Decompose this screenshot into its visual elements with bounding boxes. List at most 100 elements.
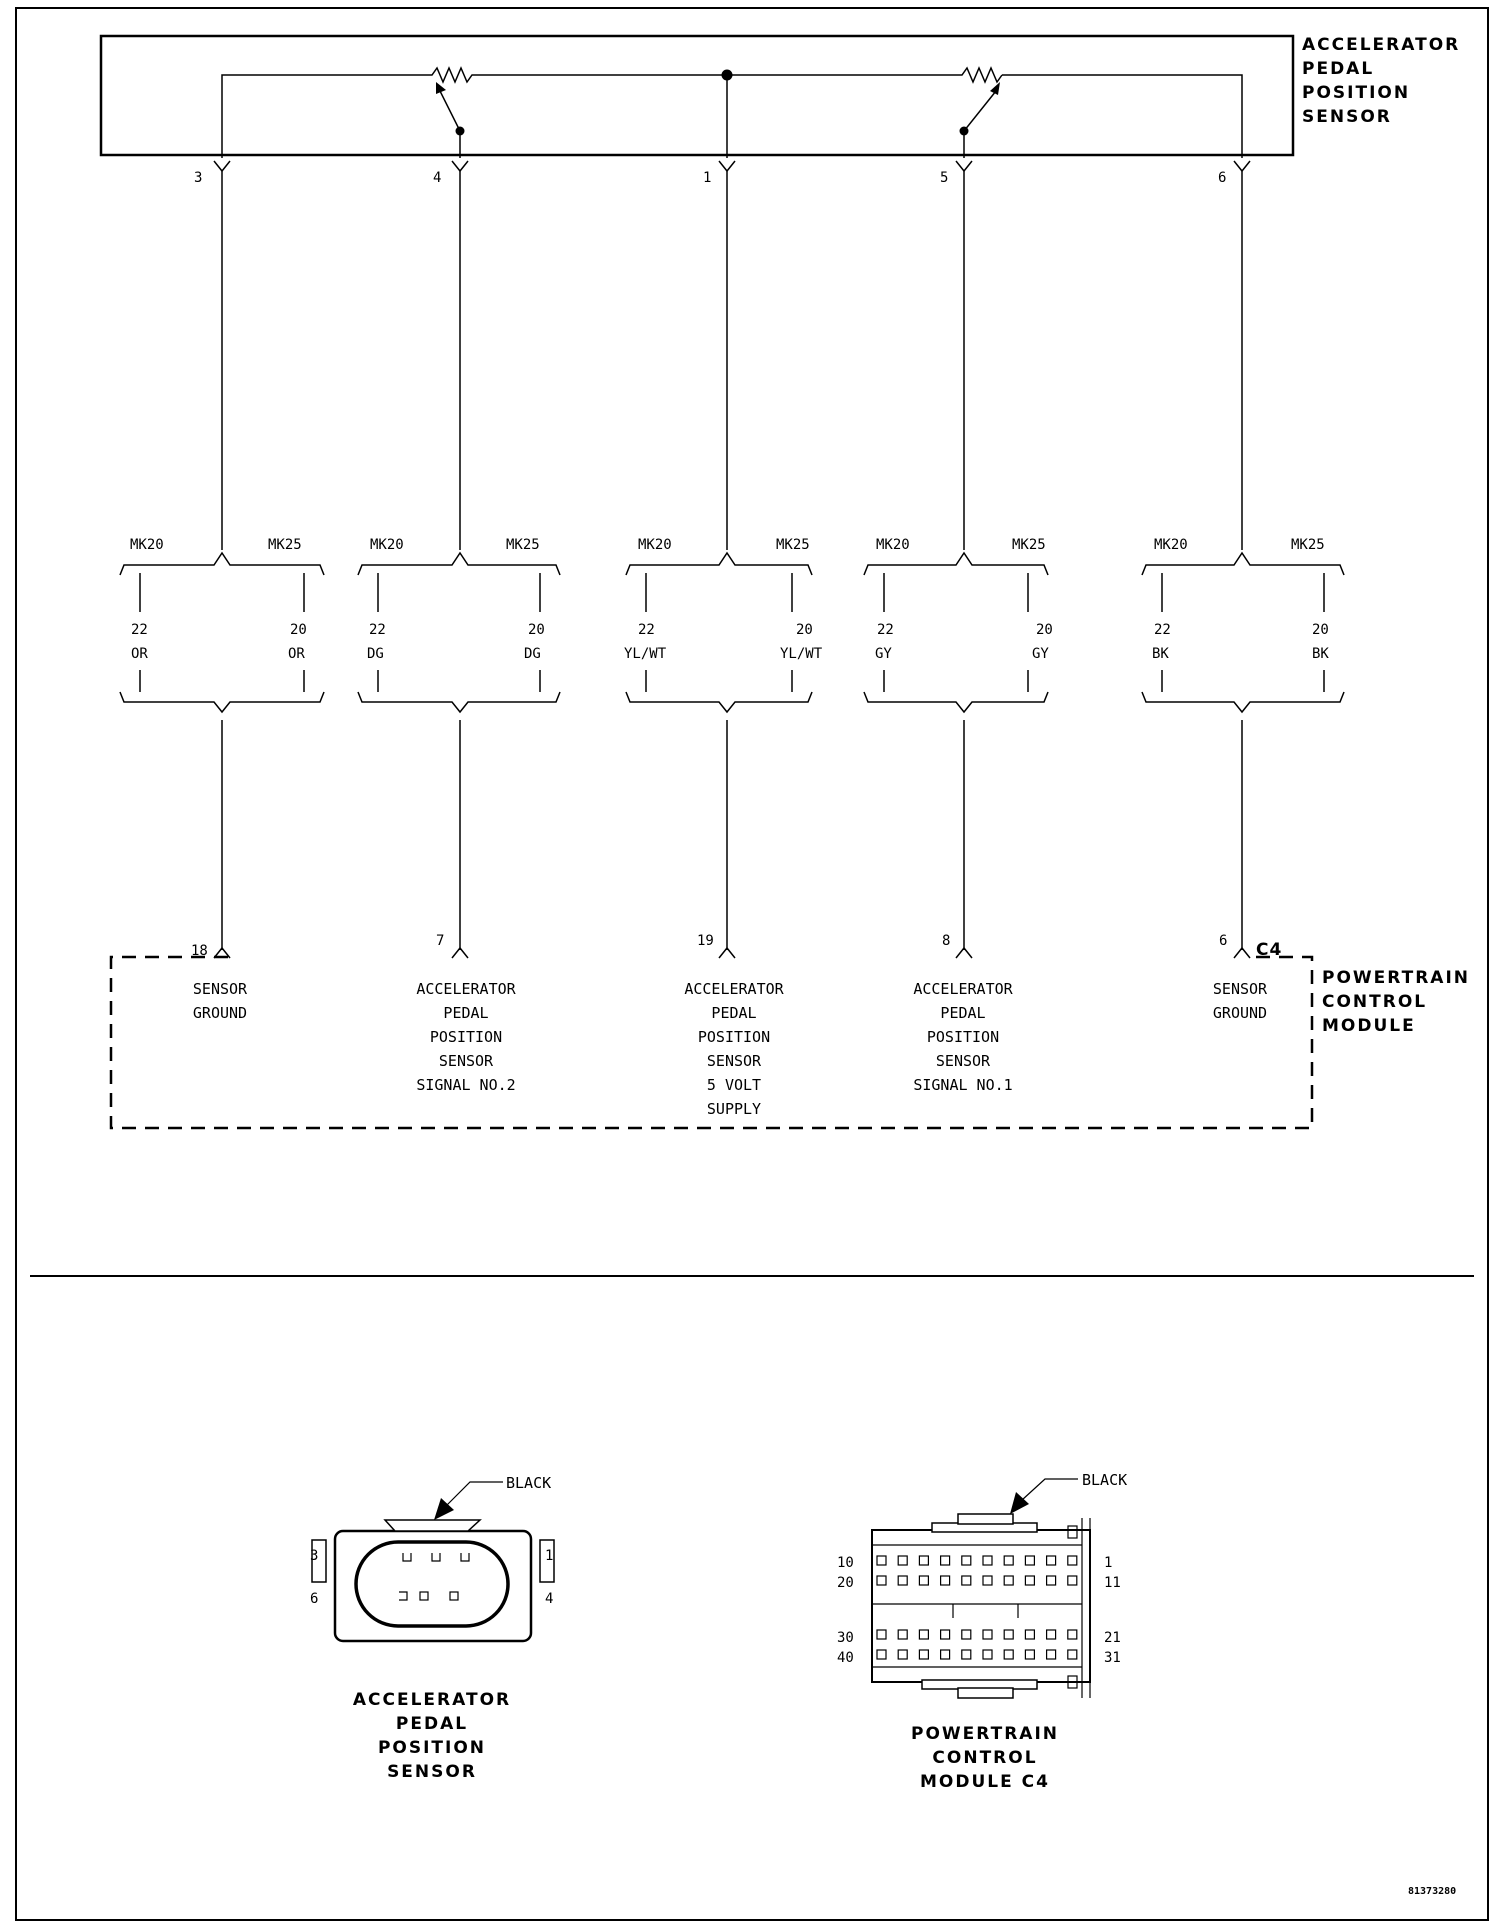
pcm-pin-cavity [939,1575,951,1586]
splice-right-color: BK [1312,646,1329,662]
splice-bottom-bracket [863,691,1049,714]
pcm-pin-cavity [982,1629,993,1640]
sensor-pin-label: 4 [433,170,441,186]
pcm-view-pin-label: 11 [1104,1575,1121,1591]
pcm-pin-label: 19 [697,933,714,949]
pcm-function-text: SENSOR [439,1052,494,1070]
wire-pin-terminal [213,946,231,959]
pcm-view-title-line-2: CONTROL [932,1748,1037,1768]
pcm-title-line-2: CONTROL [1322,992,1427,1012]
wire-pin-terminal [955,946,973,959]
pcm-pin-label: 18 [191,943,208,959]
pcm-title-line-3: MODULE [1322,1016,1416,1036]
pcm-function-text: SIGNAL NO.2 [416,1076,515,1094]
splice-bottom-bracket [1141,691,1345,714]
splice-right-gauge: 20 [796,622,813,638]
accelerator-pedal-position-sensor: ACCELERATOR PEDAL POSITION SENSOR [99,34,1460,158]
pcm-function-text: SUPPLY [707,1100,761,1118]
pcm-pin-cavity [961,1649,972,1660]
sensor-view-title-line-4: SENSOR [387,1762,477,1782]
sensor-view-title-line-1: ACCELERATOR [353,1690,511,1710]
splice-top-bracket [625,551,813,576]
pcm-function-text: SENSOR [1213,980,1268,998]
pcm-pin-cavity [1045,1629,1057,1640]
splice-left-gauge: 22 [131,622,148,638]
pcm-pin-grid [876,1555,1078,1660]
pcm-pin-cavity [1003,1649,1014,1660]
pcm-pin-cavity [1067,1649,1078,1660]
sensor-pin-label: 1 [703,170,711,186]
pcm-view-pin-label: 10 [837,1555,854,1571]
pcm-pin-cavity [918,1629,930,1640]
pcm-function-text: ACCELERATOR [684,980,784,998]
splice-connector-1: MK20 MK25 22 20 OR OR [130,537,307,662]
splice-left-color: DG [367,646,384,662]
pcm-pin-cavity [876,1575,887,1586]
pcm-pin-cavity [982,1575,993,1586]
splice-right-gauge: 20 [1036,622,1053,638]
sensor-view-title-line-2: PEDAL [396,1714,468,1734]
pcm-view-pin-label: 40 [837,1650,854,1666]
pcm-view-pin-label: 20 [837,1575,854,1591]
splice-connector-5: MK20 MK25 22 20 BK BK [1152,537,1329,662]
pcm-dashed-box [109,955,1314,1130]
sensor-view-pin-label: 6 [310,1591,318,1607]
figure-number: 81373280 [1408,1886,1456,1897]
splice-bottom-bracket [119,691,325,714]
pcm-pin-cavity [961,1629,972,1640]
arrow-icon [1010,1492,1029,1514]
pcm-function-text: SENSOR [707,1052,762,1070]
splice-top-bracket [863,551,1049,576]
pcm-function-text: GROUND [1213,1004,1267,1022]
pcm-function-text: SENSOR [936,1052,991,1070]
splice-left-color: BK [1152,646,1169,662]
splice-top-bracket [1141,551,1345,576]
splice-right-label: MK25 [1012,537,1046,553]
pcm-pin-cavity [897,1575,908,1586]
sensor-junction-dot [721,69,733,81]
pcm-pin-cavity [897,1649,908,1660]
splice-left-gauge: 22 [877,622,894,638]
sensor-view-pin-label: 1 [545,1548,553,1564]
splice-top-bracket [357,551,561,576]
pcm-pin-cavity [961,1555,972,1566]
pcm-pin-label: 6 [1219,933,1227,949]
pcm-pin-cavity [982,1649,993,1660]
splice-bottom-bracket [625,691,813,714]
pcm-pin-cavity [1024,1649,1036,1660]
pcm-function-text: PEDAL [940,1004,985,1022]
pcm-view-color: BLACK [1082,1471,1127,1489]
splice-right-label: MK25 [1291,537,1325,553]
splice-left-gauge: 22 [369,622,386,638]
sensor-box [99,34,1295,157]
arrow-icon [434,1498,454,1520]
splice-right-color: GY [1032,646,1049,662]
pcm-pin-cavity [1045,1575,1057,1586]
pcm-function-text: ACCELERATOR [913,980,1013,998]
splice-left-color: YL/WT [624,646,667,662]
sensor-view-title-line-3: POSITION [378,1738,486,1758]
pcm-view-title-line-3: MODULE C4 [920,1772,1050,1792]
pcm-title-line-1: POWERTRAIN [1322,968,1470,988]
pcm-pin-cavity [918,1575,930,1586]
wire-pin-terminal [451,160,469,173]
sensor-title-line-3: POSITION [1302,83,1410,103]
pcm-pin-cavity [1045,1649,1057,1660]
page-border [15,7,1489,1921]
splice-left-gauge: 22 [638,622,655,638]
pcm-function-text: POSITION [927,1028,999,1046]
splice-right-label: MK25 [776,537,810,553]
pcm-pin-cavity [982,1555,993,1566]
pcm-pin-cavity [939,1649,951,1660]
splice-right-color: YL/WT [780,646,823,662]
resistor-2 [950,66,1003,84]
pcm-pin-cavity [897,1629,908,1640]
pcm-pin-cavity [1024,1575,1036,1586]
splice-top-bracket [119,551,325,576]
wire-pin-terminal [213,160,231,173]
splice-left-color: GY [875,646,892,662]
sensor-title-line-1: ACCELERATOR [1302,35,1460,55]
wire-pin-terminal [718,160,736,173]
sensor-view-pin-label: 3 [310,1548,318,1564]
pcm-function-text: SIGNAL NO.1 [913,1076,1012,1094]
